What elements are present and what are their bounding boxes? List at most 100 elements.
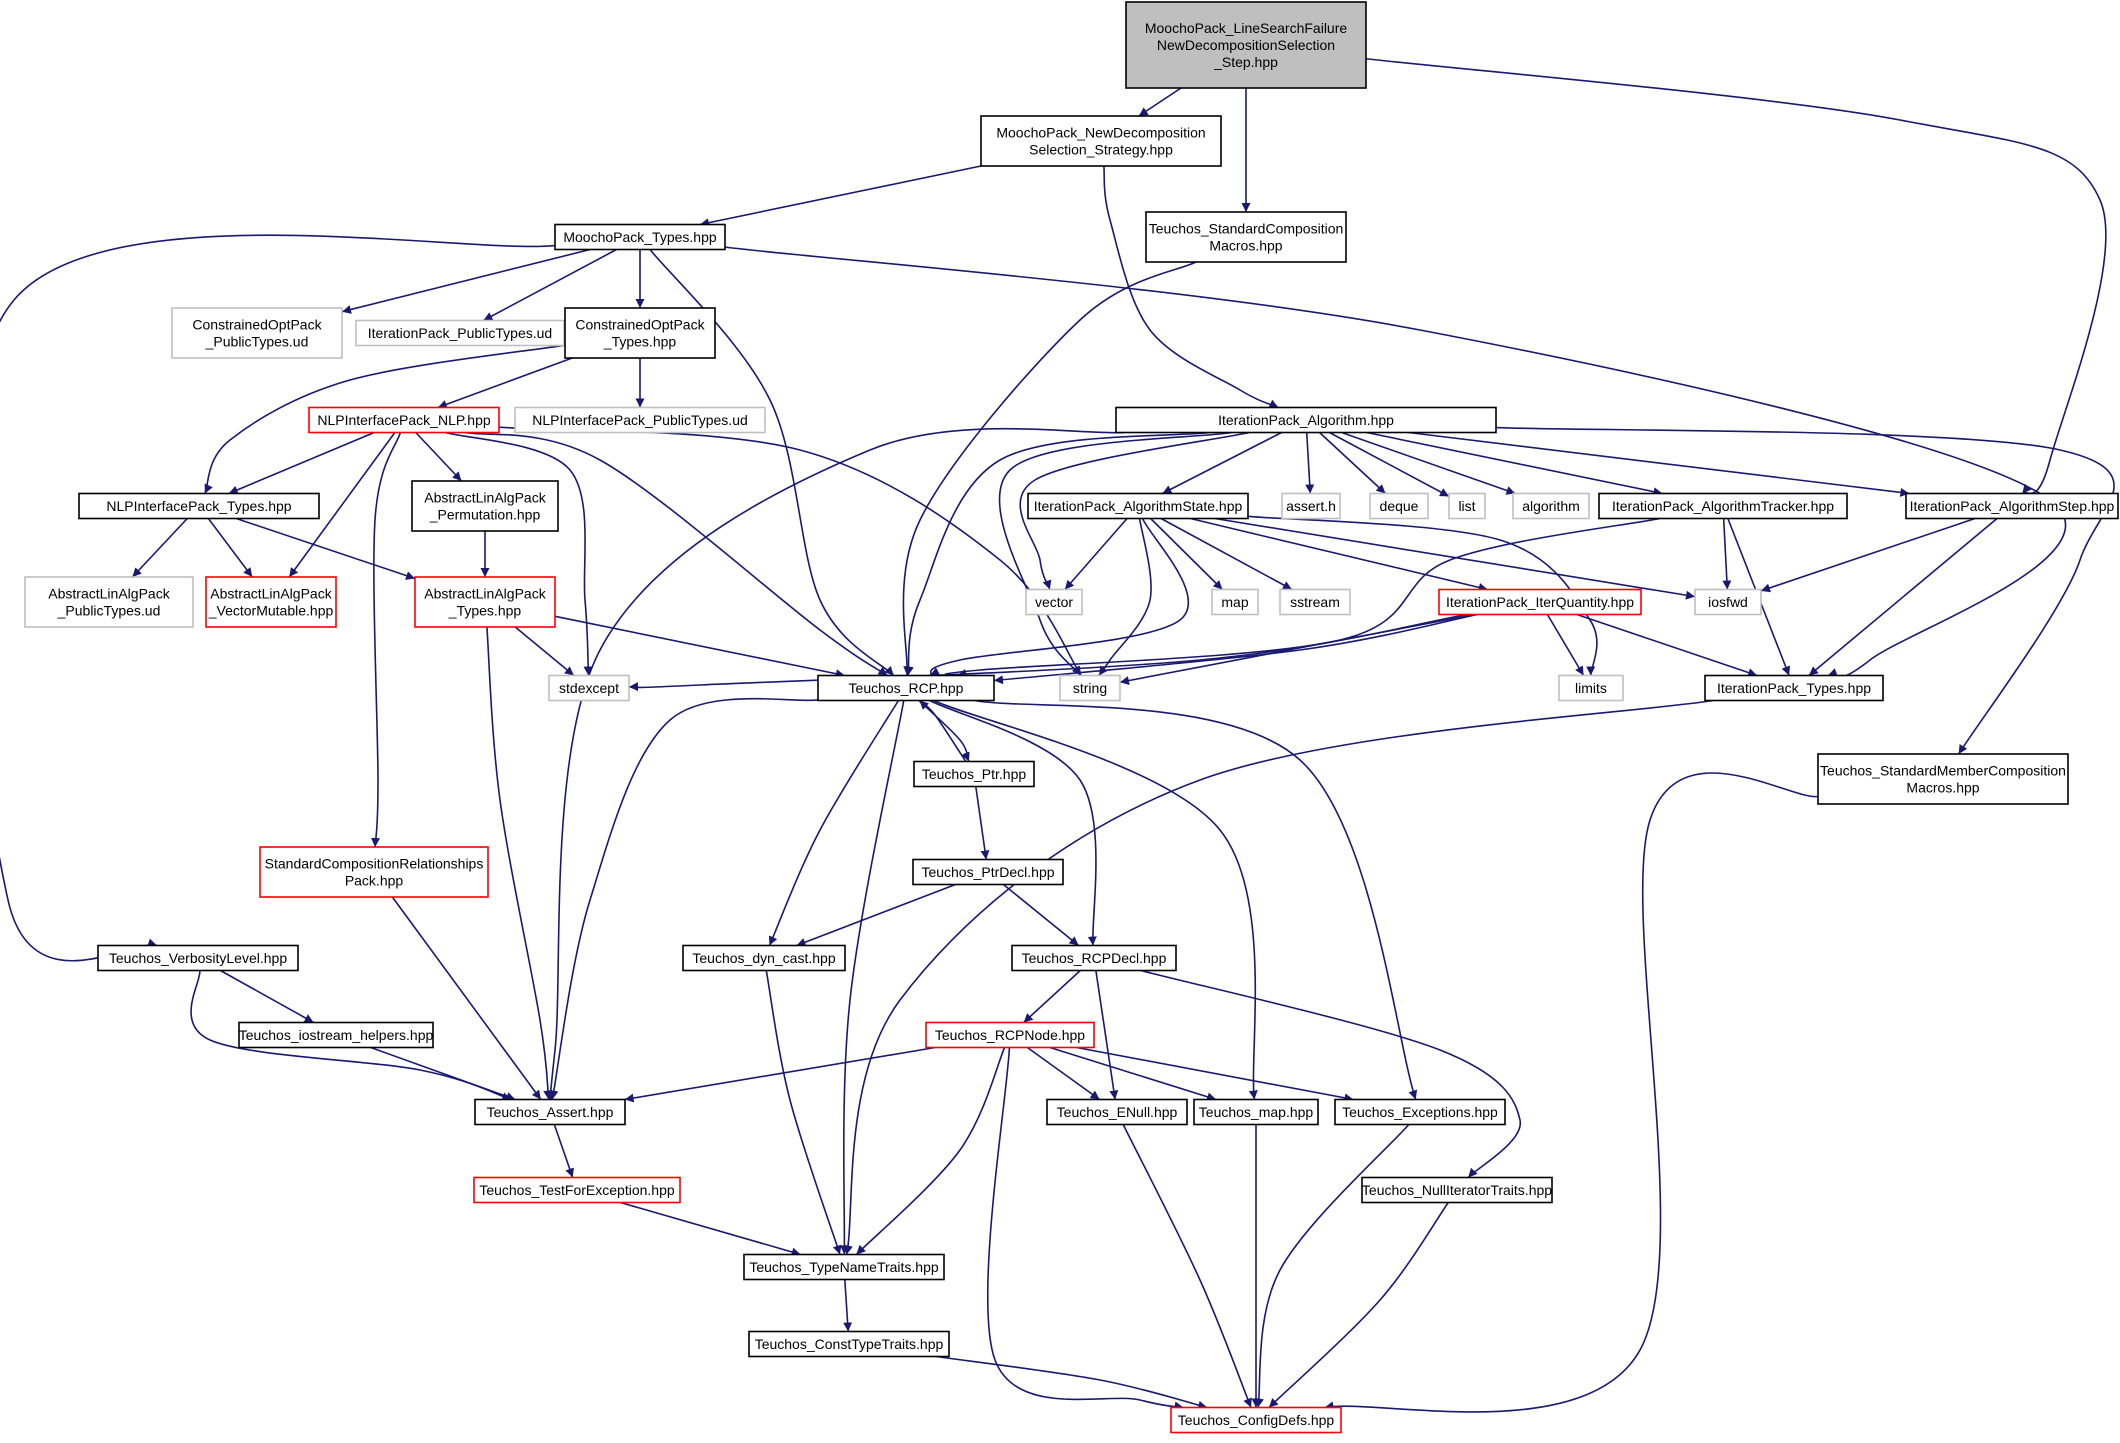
node-dyncast[interactable]: Teuchos_dyn_cast.hpp xyxy=(682,944,846,972)
node-box xyxy=(308,406,500,434)
node-label: _Types.hpp xyxy=(603,334,677,350)
node-box xyxy=(1025,588,1083,616)
edge-mtypes-to-itypes xyxy=(724,246,2067,679)
node-label: vector xyxy=(1035,594,1073,610)
node-rcp[interactable]: Teuchos_RCP.hpp xyxy=(817,674,995,702)
node-nlp_types[interactable]: NLPInterfacePack_Types.hpp xyxy=(78,492,320,520)
edge-rcp-to-assert xyxy=(549,697,819,1100)
node-label: NewDecompositionSelection xyxy=(1157,37,1335,53)
edge-layer xyxy=(0,57,2115,1413)
node-box xyxy=(414,576,556,628)
node-nlp_ud: NLPInterfacePack_PublicTypes.ud xyxy=(514,406,766,434)
node-root[interactable]: MoochoPack_LineSearchFailureNewDecomposi… xyxy=(1125,1,1367,89)
edge-ialgstate-to-iterq xyxy=(1190,517,1488,592)
node-box xyxy=(564,307,716,359)
node-box xyxy=(1598,492,1848,520)
edge-ialg-to-asserth xyxy=(1305,432,1315,494)
node-box xyxy=(1059,674,1121,702)
node-nlp[interactable]: NLPInterfacePack_NLP.hpp xyxy=(308,406,500,434)
node-box xyxy=(1448,492,1486,520)
node-box xyxy=(1145,211,1347,263)
edge-newdecomp-to-ialg xyxy=(1103,165,1279,409)
node-ptr[interactable]: Teuchos_Ptr.hpp xyxy=(913,760,1035,788)
node-box xyxy=(912,858,1064,886)
node-label: IterationPack_PublicTypes.ud xyxy=(368,325,552,341)
node-label: ConstrainedOptPack xyxy=(575,317,705,333)
node-rcpnode[interactable]: Teuchos_RCPNode.hpp xyxy=(925,1021,1095,1049)
edge-alap_types-to-assert xyxy=(486,626,553,1100)
edge-ialg-to-algorithm xyxy=(1341,431,1516,495)
node-ialg[interactable]: IterationPack_Algorithm.hpp xyxy=(1115,406,1497,434)
node-box xyxy=(817,674,995,702)
node-label: _PublicTypes.ud xyxy=(57,603,161,619)
node-iostream[interactable]: Teuchos_iostream_helpers.hpp xyxy=(238,1021,434,1049)
node-label: _VectorMutable.hpp xyxy=(208,603,334,619)
node-ialgstep[interactable]: IterationPack_AlgorithmStep.hpp xyxy=(1905,492,2119,520)
node-box xyxy=(1905,492,2119,520)
node-copt_types[interactable]: ConstrainedOptPack_Types.hpp xyxy=(564,307,716,359)
node-ptrdecl[interactable]: Teuchos_PtrDecl.hpp xyxy=(912,858,1064,886)
node-box xyxy=(474,1098,626,1126)
node-testfor[interactable]: Teuchos_TestForException.hpp xyxy=(473,1176,681,1204)
edge-root-to-ialgstep xyxy=(1365,57,2107,495)
edge-rcpnode-to-config xyxy=(986,1047,1184,1411)
node-nulliter[interactable]: Teuchos_NullIteratorTraits.hpp xyxy=(1361,1176,1553,1204)
node-verb[interactable]: Teuchos_VerbosityLevel.hpp xyxy=(97,944,299,972)
node-label: Teuchos_ENull.hpp xyxy=(1057,1104,1178,1120)
node-box xyxy=(1694,588,1762,616)
node-consttype[interactable]: Teuchos_ConstTypeTraits.hpp xyxy=(748,1330,950,1358)
node-label: IterationPack_Types.hpp xyxy=(1717,680,1871,696)
edge-ialg-to-deque xyxy=(1318,431,1387,495)
node-string: string xyxy=(1059,674,1121,702)
node-config[interactable]: Teuchos_ConfigDefs.hpp xyxy=(1170,1406,1342,1434)
node-box xyxy=(1438,588,1642,616)
node-alap_perm[interactable]: AbstractLinAlgPack_Permutation.hpp xyxy=(411,480,559,532)
node-iterq[interactable]: IterationPack_IterQuantity.hpp xyxy=(1438,588,1642,616)
node-tmap[interactable]: Teuchos_map.hpp xyxy=(1193,1098,1319,1126)
node-label: Teuchos_StandardMemberComposition xyxy=(1820,763,2066,779)
edge-nlp-to-rcp xyxy=(465,431,888,677)
node-box xyxy=(205,576,337,628)
edge-ialgtracker-to-iosfwd xyxy=(1722,518,1732,590)
node-label: MoochoPack_LineSearchFailure xyxy=(1145,20,1348,36)
node-newdecomp[interactable]: MoochoPack_NewDecompositionSelection_Str… xyxy=(980,115,1222,167)
edge-rcp-to-rcpdecl xyxy=(929,699,1097,946)
node-box xyxy=(748,1330,950,1358)
node-assert[interactable]: Teuchos_Assert.hpp xyxy=(474,1098,626,1126)
edge-rcpdecl-to-nulliter xyxy=(1140,969,1521,1179)
node-label: AbstractLinAlgPack xyxy=(210,586,332,602)
node-layer: MoochoPack_LineSearchFailureNewDecomposi… xyxy=(24,1,2119,1434)
node-alap_vm[interactable]: AbstractLinAlgPack_VectorMutable.hpp xyxy=(205,576,337,628)
node-itypes[interactable]: IterationPack_Types.hpp xyxy=(1704,674,1884,702)
node-label: MoochoPack_Types.hpp xyxy=(563,229,717,245)
edge-rcpdecl-to-rcpnode xyxy=(1023,969,1081,1024)
edge-ialg-to-vector xyxy=(1019,431,1250,590)
edge-ialg-to-rcp xyxy=(904,431,1211,676)
node-box xyxy=(259,846,489,898)
node-enull[interactable]: Teuchos_ENull.hpp xyxy=(1046,1098,1188,1126)
node-label: Pack.hpp xyxy=(345,873,404,889)
node-typename[interactable]: Teuchos_TypeNameTraits.hpp xyxy=(743,1253,945,1281)
node-label: assert.h xyxy=(1286,498,1336,514)
node-box xyxy=(682,944,846,972)
node-box xyxy=(24,576,194,628)
edge-alap_types-to-stdexcept xyxy=(514,626,575,677)
node-stdmember[interactable]: Teuchos_StandardMemberCompositionMacros.… xyxy=(1817,753,2069,805)
node-rcpdecl[interactable]: Teuchos_RCPDecl.hpp xyxy=(1011,944,1177,972)
node-mtypes[interactable]: MoochoPack_Types.hpp xyxy=(554,223,726,251)
node-label: stdexcept xyxy=(559,680,619,696)
node-ialgtracker[interactable]: IterationPack_AlgorithmTracker.hpp xyxy=(1598,492,1848,520)
node-label: Teuchos_StandardComposition xyxy=(1149,221,1344,237)
node-box xyxy=(1125,1,1367,89)
node-alap_types[interactable]: AbstractLinAlgPack_Types.hpp xyxy=(414,576,556,628)
node-box xyxy=(1027,492,1249,520)
node-label: IterationPack_IterQuantity.hpp xyxy=(1446,594,1634,610)
node-box xyxy=(554,223,726,251)
node-ialgstate[interactable]: IterationPack_AlgorithmState.hpp xyxy=(1027,492,1249,520)
node-vector: vector xyxy=(1025,588,1083,616)
edge-stdmember-to-config xyxy=(1324,772,1819,1413)
node-exc[interactable]: Teuchos_Exceptions.hpp xyxy=(1334,1098,1506,1126)
node-label: deque xyxy=(1380,498,1419,514)
